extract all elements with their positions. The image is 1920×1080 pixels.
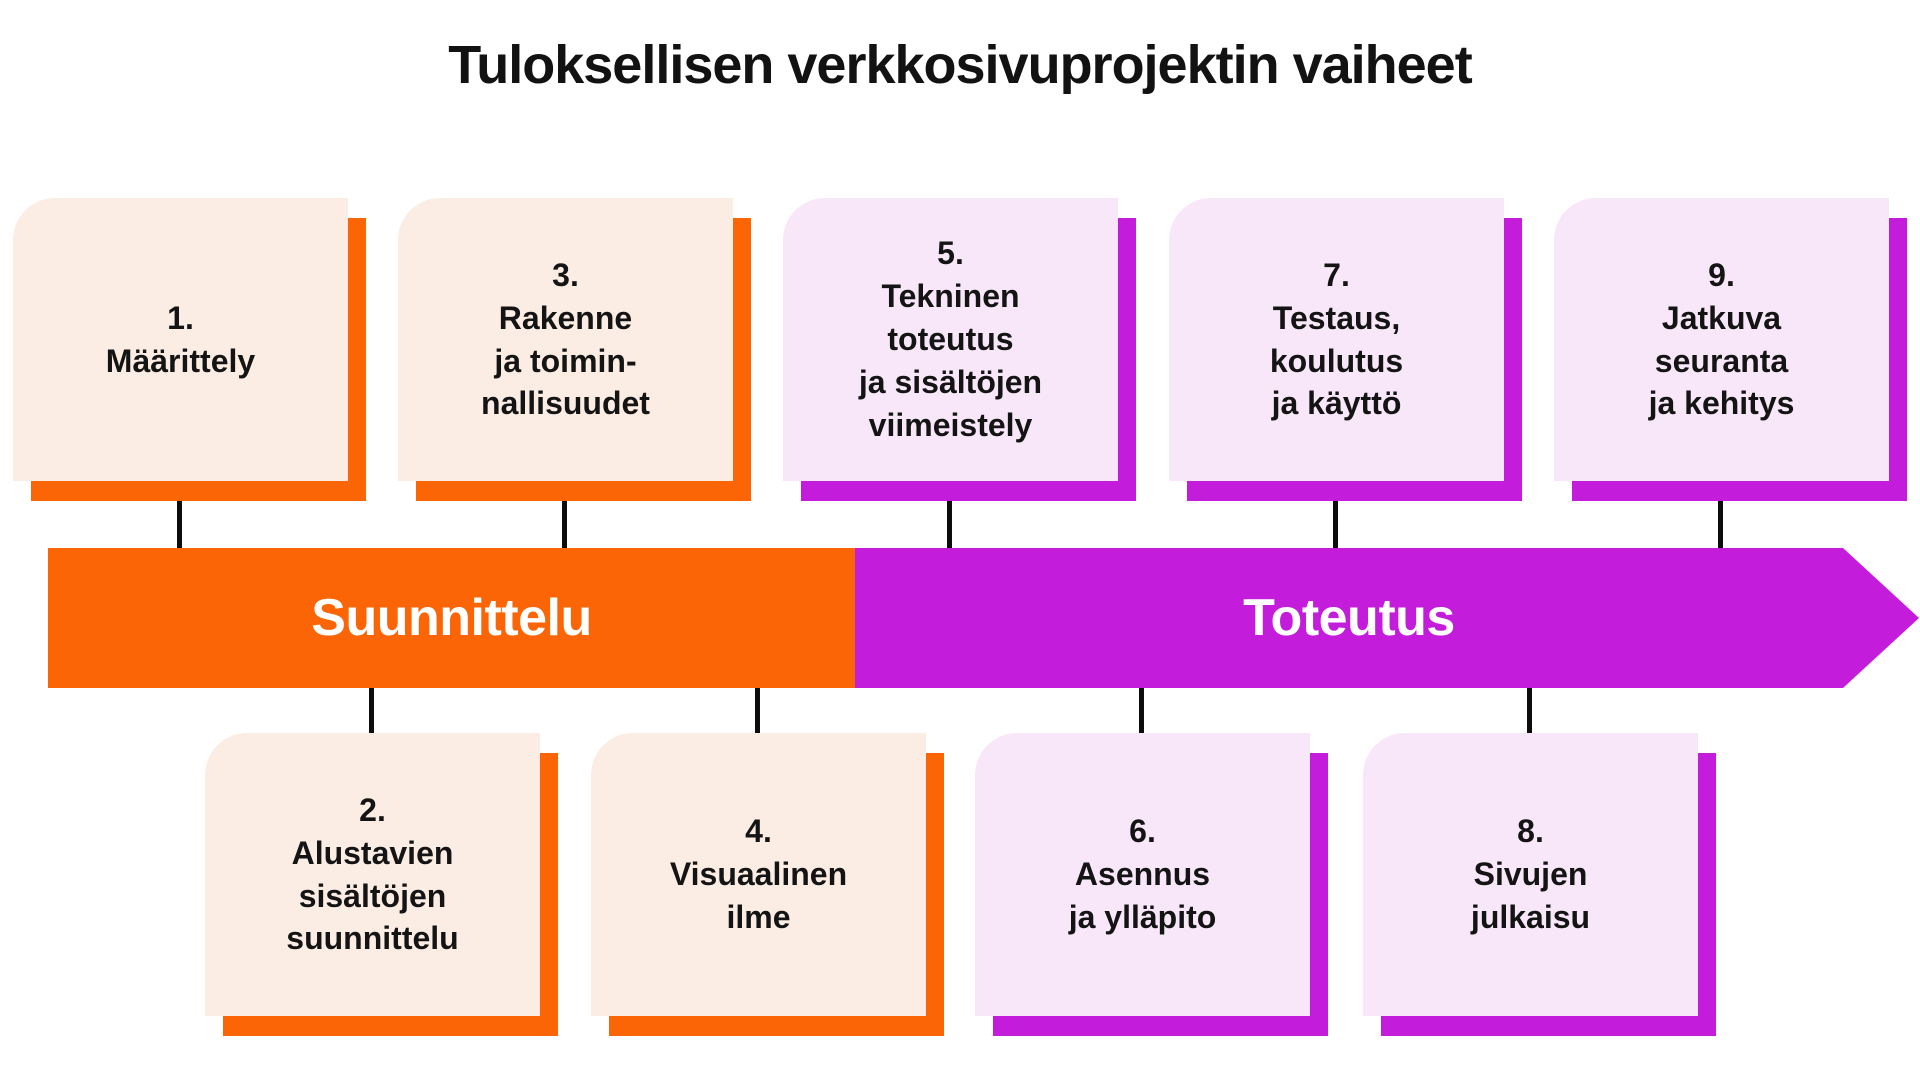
step-box-2-text: 2. Alustavien sisältöjen suunnittelu [286,789,458,961]
step-box-5: 5. Tekninen toteutus ja sisältöjen viime… [783,198,1136,501]
step-line: 1. [167,299,194,336]
connector-line [1527,688,1532,733]
step-box-5-text: 5. Tekninen toteutus ja sisältöjen viime… [859,232,1042,446]
connector-line [369,688,374,733]
step-line: seuranta [1654,342,1789,379]
step-line: ilme [726,898,791,935]
step-line: julkaisu [1470,898,1591,935]
step-line: Alustavien [291,834,454,871]
step-line: suunnittelu [286,920,459,957]
connector-line [755,688,760,733]
step-box-4-text: 4. Visuaalinen ilme [670,810,847,939]
phase-label-planning: Suunnittelu [311,589,592,647]
timeline-arrow-tip-icon [1843,548,1919,688]
step-box-6: 6. Asennus ja ylläpito [975,733,1328,1036]
step-line: nallisuudet [481,385,650,422]
step-box-9-text: 9. Jatkuva seuranta ja kehitys [1649,254,1795,426]
connector-line [562,501,567,548]
step-box-8-panel: 8. Sivujen julkaisu [1363,733,1698,1016]
step-line: Asennus [1074,856,1211,893]
timeline: Suunnittelu Toteutus [48,548,1919,688]
step-box-6-panel: 6. Asennus ja ylläpito [975,733,1310,1016]
step-box-3-text: 3. Rakenne ja toimin- nallisuudet [481,254,650,426]
step-line: koulutus [1269,342,1404,379]
step-box-7-panel: 7. Testaus, koulutus ja käyttö [1169,198,1504,481]
connector-line [1139,688,1144,733]
step-box-4: 4. Visuaalinen ilme [591,733,944,1036]
step-line: 5. [937,235,964,272]
step-line: ja toimin- [494,342,637,379]
step-line: Testaus, [1272,299,1401,336]
step-box-7: 7. Testaus, koulutus ja käyttö [1169,198,1522,501]
connector-line [177,501,182,548]
step-line: Määrittely [105,342,256,379]
phase-label-execution: Toteutus [1243,589,1455,647]
step-box-5-panel: 5. Tekninen toteutus ja sisältöjen viime… [783,198,1118,481]
step-line: Visuaalinen [669,856,848,893]
step-box-9-panel: 9. Jatkuva seuranta ja kehitys [1554,198,1889,481]
step-line: Sivujen [1473,856,1588,893]
step-line: 4. [745,813,772,850]
step-line: toteutus [887,321,1014,358]
step-line: 2. [359,791,386,828]
connector-line [1333,501,1338,548]
step-box-8-text: 8. Sivujen julkaisu [1471,810,1590,939]
step-box-3: 3. Rakenne ja toimin- nallisuudet [398,198,751,501]
step-box-8: 8. Sivujen julkaisu [1363,733,1716,1036]
step-line: viimeistely [868,406,1033,443]
step-line: 9. [1708,256,1735,293]
step-box-2-panel: 2. Alustavien sisältöjen suunnittelu [205,733,540,1016]
step-line: Tekninen [881,278,1020,315]
step-line: 3. [552,256,579,293]
timeline-phase-execution: Toteutus [855,548,1843,688]
step-line: 6. [1129,813,1156,850]
step-box-1-text: 1. Määrittely [106,297,255,383]
step-box-1-panel: 1. Määrittely [13,198,348,481]
step-line: ja ylläpito [1068,898,1217,935]
step-line: ja kehitys [1648,385,1795,422]
step-line: ja käyttö [1271,385,1402,422]
step-line: ja sisältöjen [858,363,1043,400]
step-box-3-panel: 3. Rakenne ja toimin- nallisuudet [398,198,733,481]
step-box-1: 1. Määrittely [13,198,366,501]
page-title: Tuloksellisen verkkosivuprojektin vaihee… [448,35,1472,95]
step-line: Rakenne [498,299,633,336]
step-line: 8. [1517,813,1544,850]
step-box-6-text: 6. Asennus ja ylläpito [1069,810,1217,939]
step-box-2: 2. Alustavien sisältöjen suunnittelu [205,733,558,1036]
connector-line [1718,501,1723,548]
connector-line [947,501,952,548]
timeline-phase-planning: Suunnittelu [48,548,855,688]
step-box-9: 9. Jatkuva seuranta ja kehitys [1554,198,1907,501]
step-line: sisältöjen [298,877,447,914]
step-box-7-text: 7. Testaus, koulutus ja käyttö [1270,254,1403,426]
step-box-4-panel: 4. Visuaalinen ilme [591,733,926,1016]
step-line: Jatkuva [1661,299,1782,336]
step-line: 7. [1323,256,1350,293]
